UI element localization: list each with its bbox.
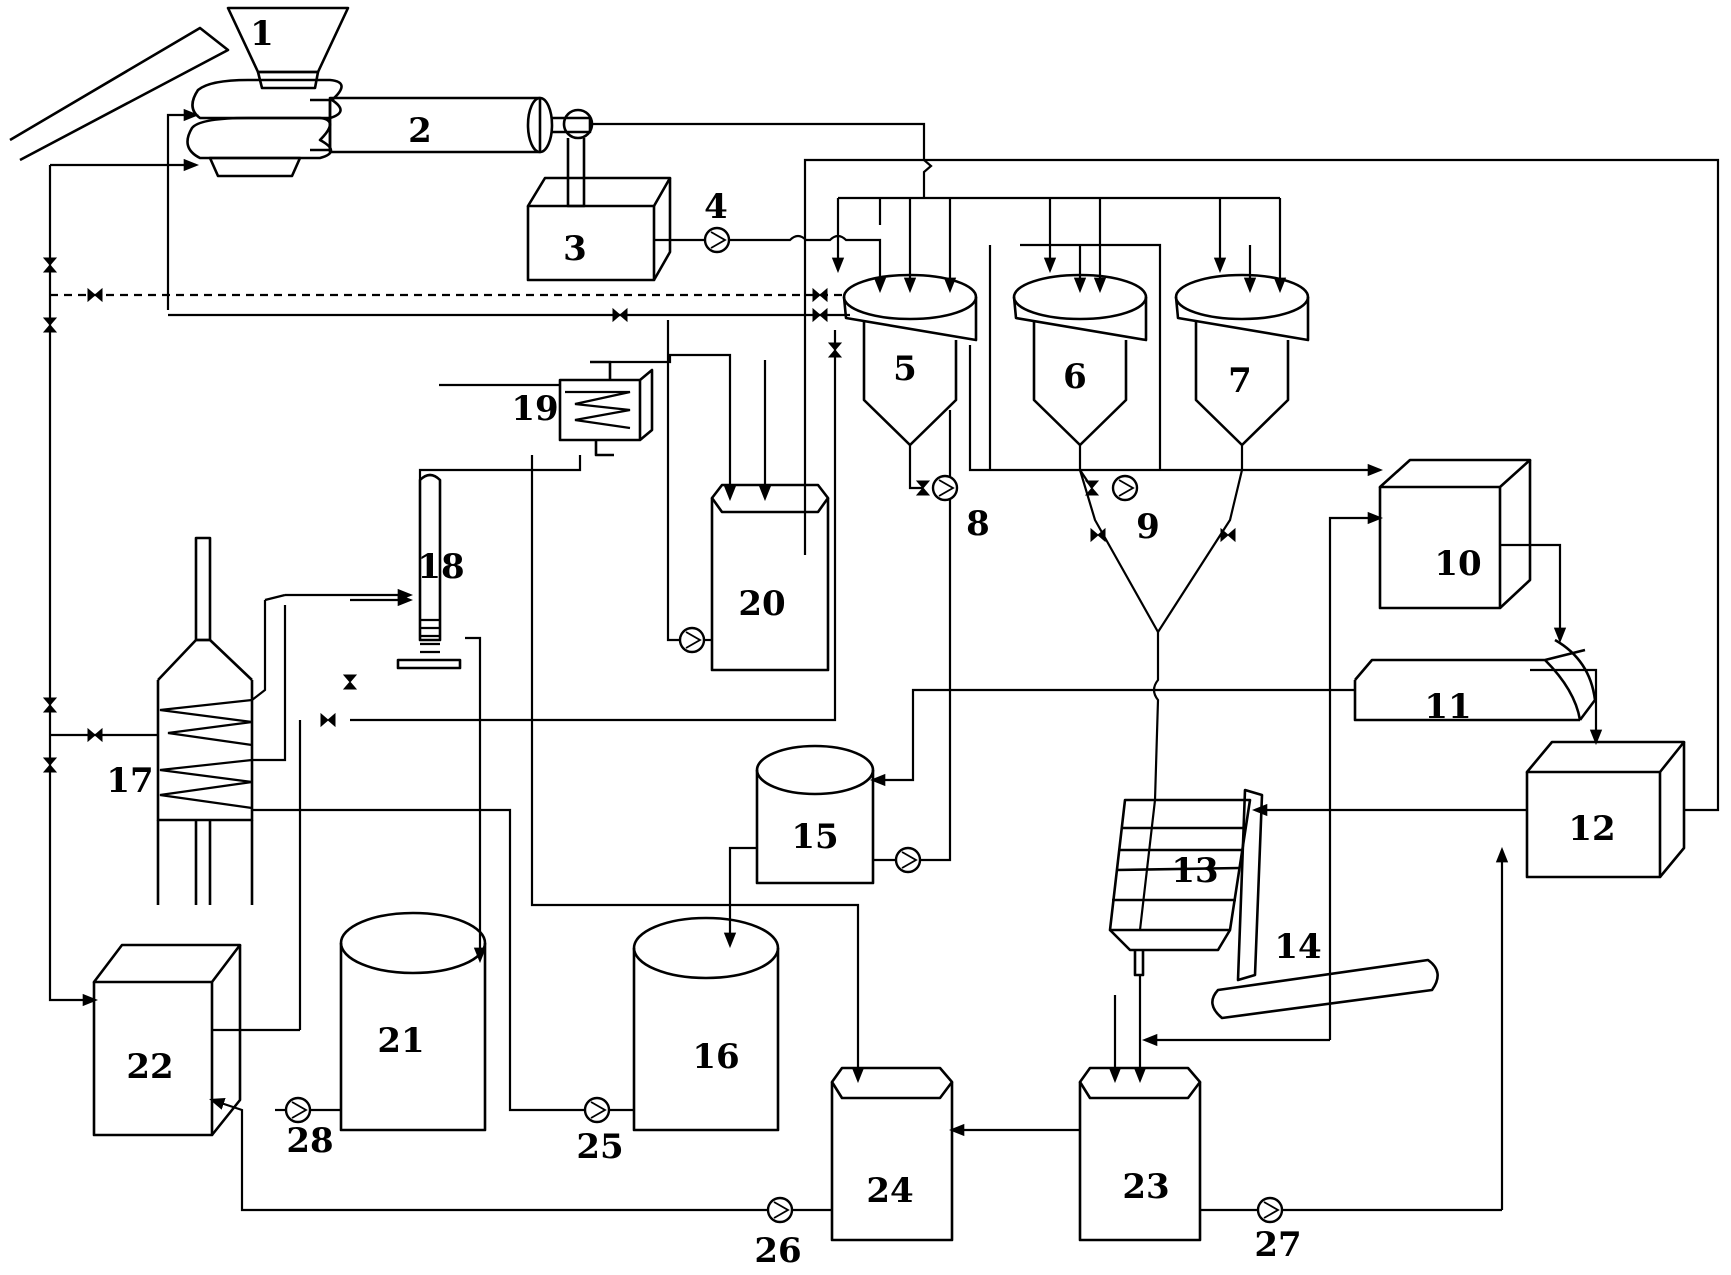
reactor-7 (1174, 273, 1310, 447)
label-28: 28 (286, 1121, 333, 1161)
column-18 (396, 473, 462, 670)
valve-icon (828, 342, 842, 358)
label-9: 9 (1136, 507, 1160, 547)
pump-icon (766, 1196, 794, 1224)
trough-11 (1353, 638, 1597, 722)
tank-23 (1078, 1066, 1202, 1242)
pump-icon (1256, 1196, 1284, 1224)
screw-conveyor-14 (1211, 788, 1439, 1020)
piping (48, 108, 1720, 1212)
valve-icon (87, 288, 103, 302)
valve-icon (343, 674, 357, 690)
label-4: 4 (704, 187, 728, 227)
equipment-labels: 1 2 3 4 5 6 7 8 9 10 11 12 13 14 15 16 1… (106, 14, 1615, 1271)
pump-icon (1111, 474, 1139, 502)
tank-3 (526, 138, 672, 282)
label-14: 14 (1274, 927, 1321, 967)
label-17: 17 (106, 761, 153, 801)
valve-icon (43, 757, 57, 773)
valve-icon (1085, 480, 1099, 496)
label-22: 22 (126, 1047, 173, 1087)
tank-12 (1525, 740, 1686, 879)
label-26: 26 (754, 1231, 801, 1271)
label-18: 18 (417, 547, 464, 587)
rotary-drum-2 (310, 96, 594, 154)
tank-15 (755, 744, 875, 885)
valve-icon (812, 288, 828, 302)
tank-22 (92, 943, 242, 1137)
label-19: 19 (511, 389, 558, 429)
label-11: 11 (1424, 687, 1471, 727)
label-6: 6 (1063, 357, 1087, 397)
label-15: 15 (791, 817, 838, 857)
tank-20 (710, 483, 830, 672)
label-13: 13 (1171, 851, 1218, 891)
label-20: 20 (738, 584, 785, 624)
pump-icon (703, 226, 731, 254)
label-12: 12 (1568, 809, 1615, 849)
pump-icon (678, 626, 706, 654)
valve-icon (812, 308, 828, 322)
label-27: 27 (1254, 1225, 1301, 1265)
label-16: 16 (692, 1037, 739, 1077)
label-25: 25 (576, 1127, 623, 1167)
tank-24 (830, 1066, 954, 1242)
heat-exchanger-19 (558, 360, 654, 457)
valve-icon (1220, 528, 1236, 542)
valve-icon (87, 728, 103, 742)
feed-hopper-1 (9, 6, 350, 178)
label-23: 23 (1122, 1167, 1169, 1207)
valve-icon (612, 308, 628, 322)
label-21: 21 (377, 1021, 424, 1061)
valve-icon (43, 257, 57, 273)
label-2: 2 (408, 111, 432, 151)
furnace-17 (156, 536, 254, 905)
label-7: 7 (1228, 361, 1252, 401)
tank-21 (339, 911, 487, 1132)
pump-icon (284, 1096, 312, 1124)
label-1: 1 (250, 14, 274, 54)
label-5: 5 (893, 349, 917, 389)
valve-icon (320, 713, 336, 727)
tank-16 (632, 916, 780, 1132)
valve-icon (43, 697, 57, 713)
pump-icon (583, 1096, 611, 1124)
label-8: 8 (966, 504, 990, 544)
pump-icon (894, 846, 922, 874)
valve-icon (43, 317, 57, 333)
valve-icon (1090, 528, 1106, 542)
tank-10 (1378, 458, 1532, 610)
label-3: 3 (563, 229, 587, 269)
label-10: 10 (1434, 544, 1481, 584)
pump-icon (931, 474, 959, 502)
label-24: 24 (866, 1171, 913, 1211)
